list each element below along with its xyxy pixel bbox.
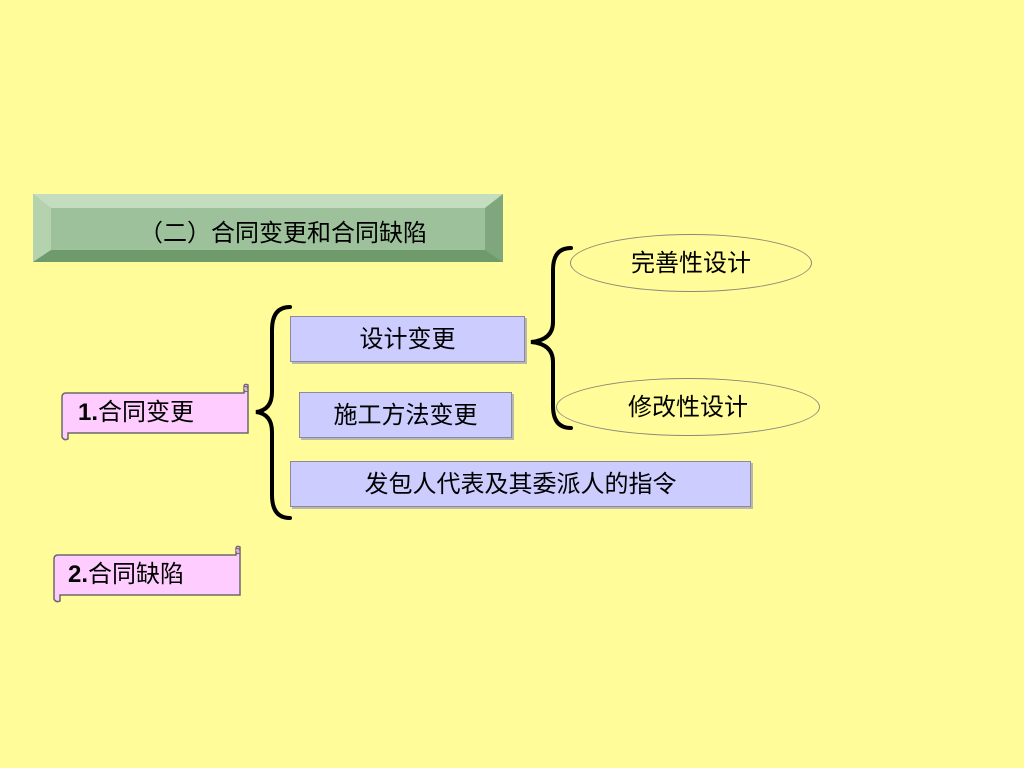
scroll-shape	[61, 383, 249, 441]
left-brace	[255, 305, 292, 520]
design-change-box: 设计变更	[290, 316, 525, 362]
scroll-shape	[53, 545, 241, 603]
modification-design-ellipse: 修改性设计	[556, 378, 820, 436]
section-1-text: 合同变更	[98, 398, 195, 426]
section-1-scroll: 1.合同变更	[58, 383, 250, 441]
section-2-number: 2.	[68, 561, 89, 588]
construction-method-change-box: 施工方法变更	[299, 392, 512, 438]
title-bevel-shape	[33, 194, 503, 262]
section-2-scroll: 2.合同缺陷	[50, 545, 242, 603]
section-2-text: 合同缺陷	[88, 560, 185, 588]
employer-rep-instruction-box: 发包人代表及其委派人的指令	[290, 461, 751, 507]
section-1-number: 1.	[78, 399, 99, 426]
section-1-label: 1.合同变更	[78, 397, 194, 428]
title-box: （二）合同变更和合同缺陷	[33, 194, 503, 262]
page-title: （二）合同变更和合同缺陷	[139, 219, 427, 247]
section-2-label: 2.合同缺陷	[68, 559, 184, 590]
improvement-design-ellipse: 完善性设计	[570, 234, 812, 292]
